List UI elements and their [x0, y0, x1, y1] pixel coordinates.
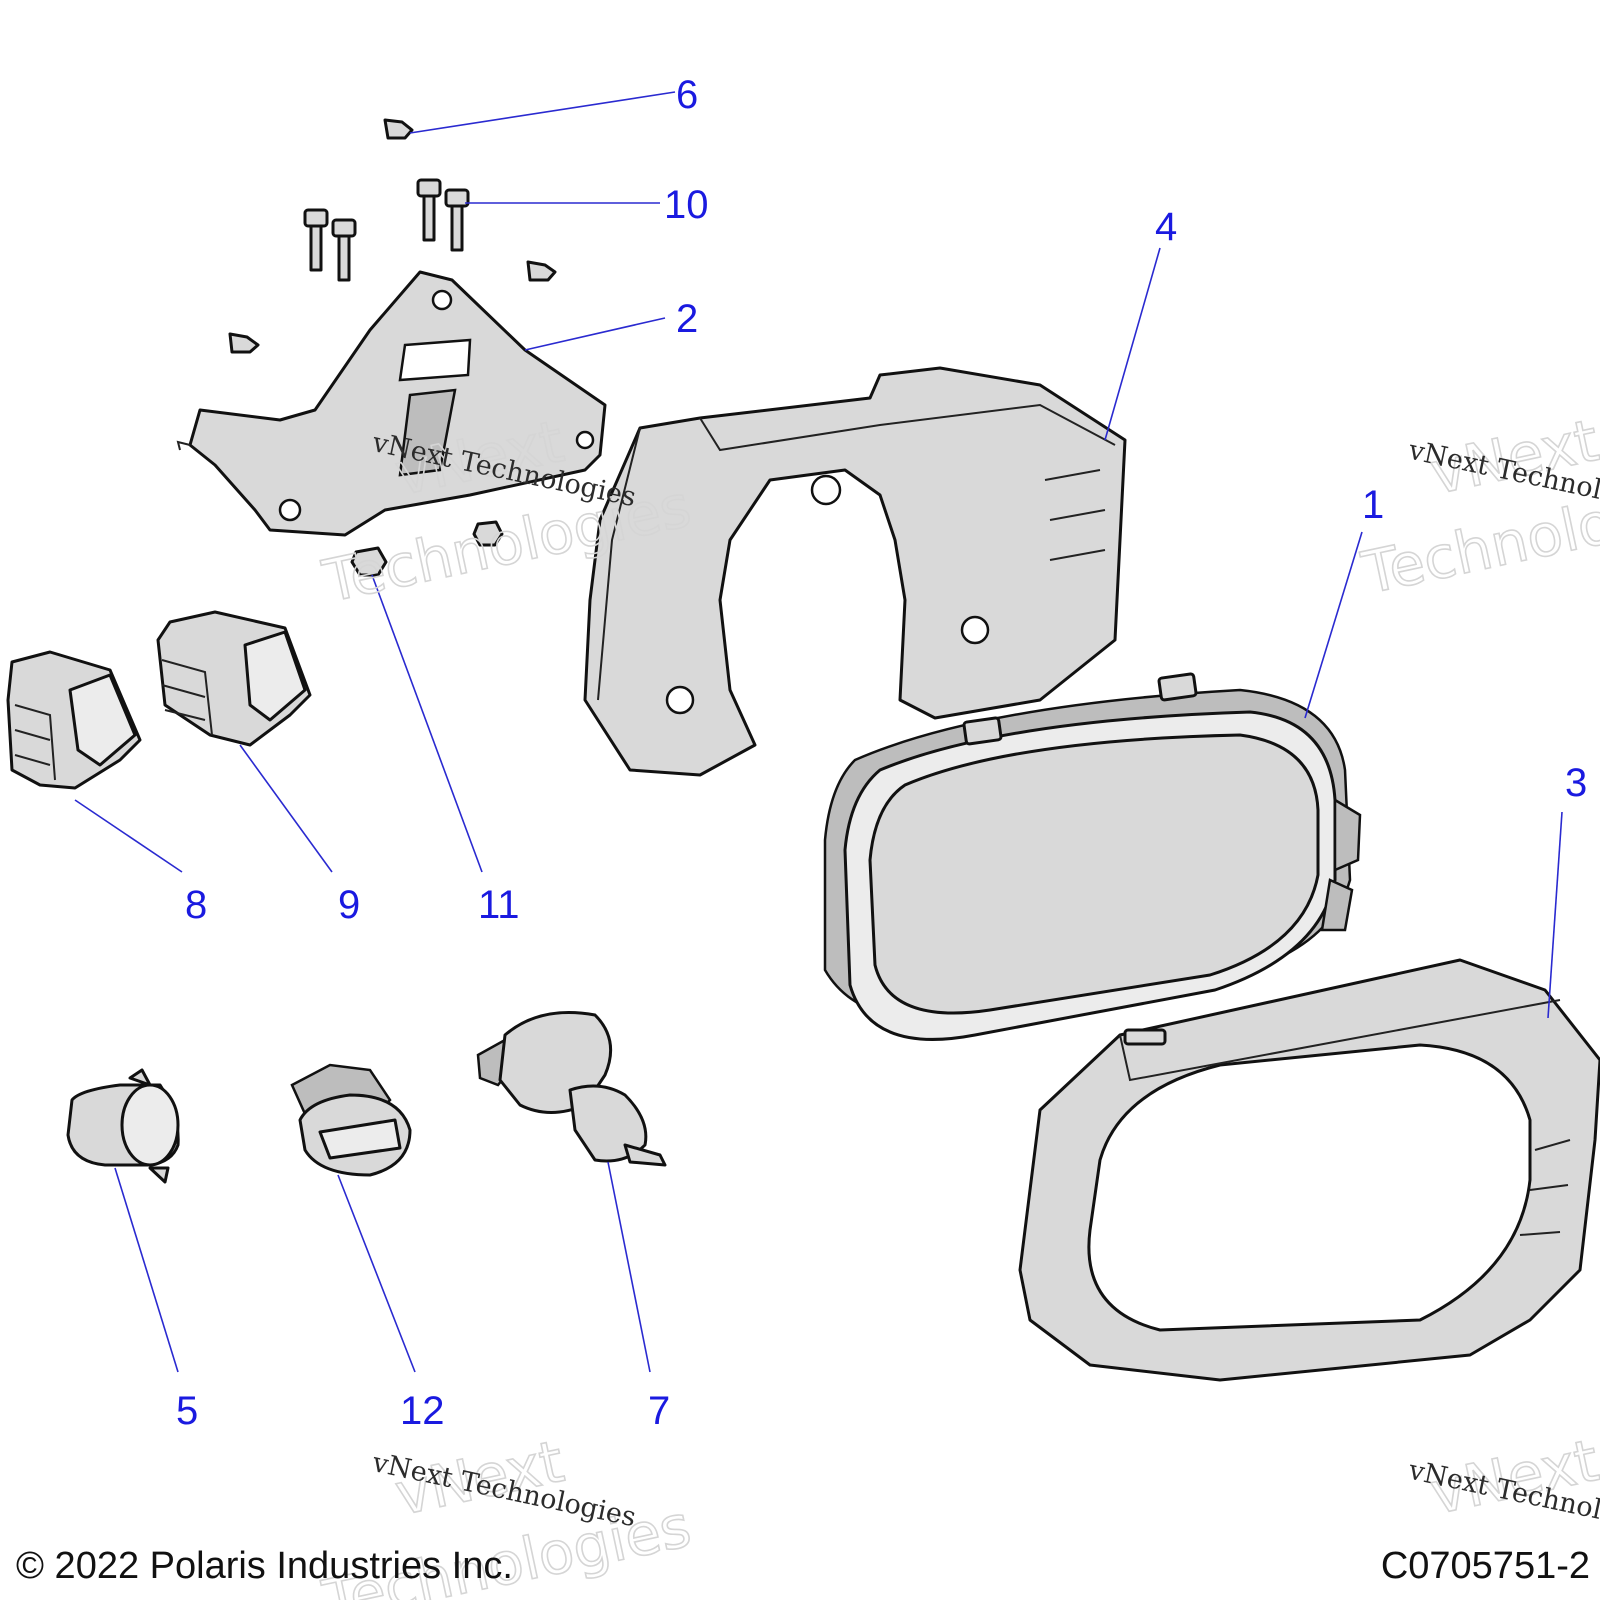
drawing-number: C0705751-2 [1381, 1545, 1590, 1587]
callout-8: 8 [185, 883, 207, 927]
watermark-bottom-right: vNext vNext Technologies [1405, 1425, 1600, 1541]
part-1-instrument-cluster [823, 672, 1362, 1041]
part-8-switch [6, 650, 142, 790]
callout-9: 9 [338, 883, 360, 927]
part-7-ignition-switch [476, 1011, 667, 1167]
part-6-screw [383, 118, 414, 140]
copyright-text: © 2022 Polaris Industries Inc. [16, 1545, 513, 1587]
part-2-mounting-bracket [176, 270, 607, 537]
part-10-bolts [303, 178, 470, 282]
callout-5: 5 [176, 1389, 198, 1433]
callout-7: 7 [648, 1389, 670, 1433]
callout-10: 10 [664, 183, 709, 227]
callout-6: 6 [676, 73, 698, 117]
part-3-bezel [1018, 958, 1600, 1382]
part-12-knob [290, 1063, 412, 1177]
callout-3: 3 [1565, 761, 1587, 805]
part-11-nuts [350, 520, 504, 577]
callout-1: 1 [1362, 483, 1384, 527]
callout-4: 4 [1155, 205, 1177, 249]
part-5-indicator-lamp [66, 1068, 180, 1184]
callout-2: 2 [676, 297, 698, 341]
part-4-rear-housing [583, 366, 1127, 777]
small-screws [228, 260, 557, 354]
callout-11: 11 [478, 883, 520, 927]
leader-lines [74, 91, 1563, 1373]
part-9-switch [156, 610, 312, 747]
callout-12: 12 [400, 1389, 445, 1433]
watermark-right: vNext Technologies vNext Technologies [1355, 405, 1600, 608]
callout-labels: 6 10 2 4 1 3 8 9 11 5 12 7 [176, 73, 1587, 1433]
